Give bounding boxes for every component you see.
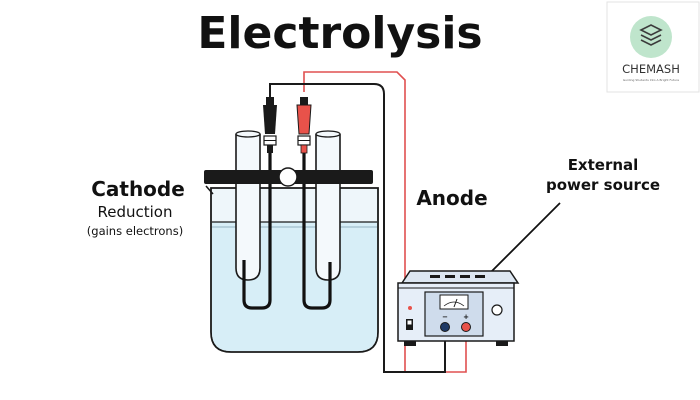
- logo: CHEMASH Guiding Students Into A Bright F…: [606, 1, 700, 93]
- indicator-light: [408, 306, 412, 310]
- beaker: [205, 185, 379, 353]
- negative-terminal: [440, 322, 450, 332]
- logo-name: CHEMASH: [622, 62, 680, 76]
- black-wire: [269, 83, 446, 373]
- cathode-label: Cathode: [91, 177, 185, 201]
- support-bar: [204, 167, 373, 187]
- power-source-label-line1: External: [568, 156, 639, 174]
- power-source-label-line2: power source: [546, 176, 660, 194]
- left-test-tube: [235, 130, 261, 281]
- red-clip: [296, 97, 312, 154]
- logo-tagline: Guiding Students Into A Bright Future: [623, 78, 679, 82]
- positive-terminal: [461, 322, 471, 332]
- power-supply: − +: [397, 270, 520, 346]
- gauge-meter: [439, 294, 469, 310]
- cathode-electrode: [242, 150, 272, 310]
- cathode-sublabel: Reduction: [98, 203, 173, 221]
- cathode-detail: (gains electrons): [87, 224, 183, 238]
- diagram-title: Electrolysis: [197, 8, 482, 59]
- adjust-knob: [491, 304, 503, 316]
- plus-terminal-label: +: [463, 313, 469, 321]
- stacked-layers-icon: [639, 24, 663, 46]
- anode-label: Anode: [416, 186, 487, 210]
- right-test-tube: [315, 130, 341, 281]
- anode-electrode: [302, 150, 332, 310]
- minus-terminal-label: −: [442, 313, 448, 321]
- red-wire: [303, 71, 467, 373]
- logo-circle-icon: [630, 16, 672, 58]
- black-clip: [263, 97, 277, 153]
